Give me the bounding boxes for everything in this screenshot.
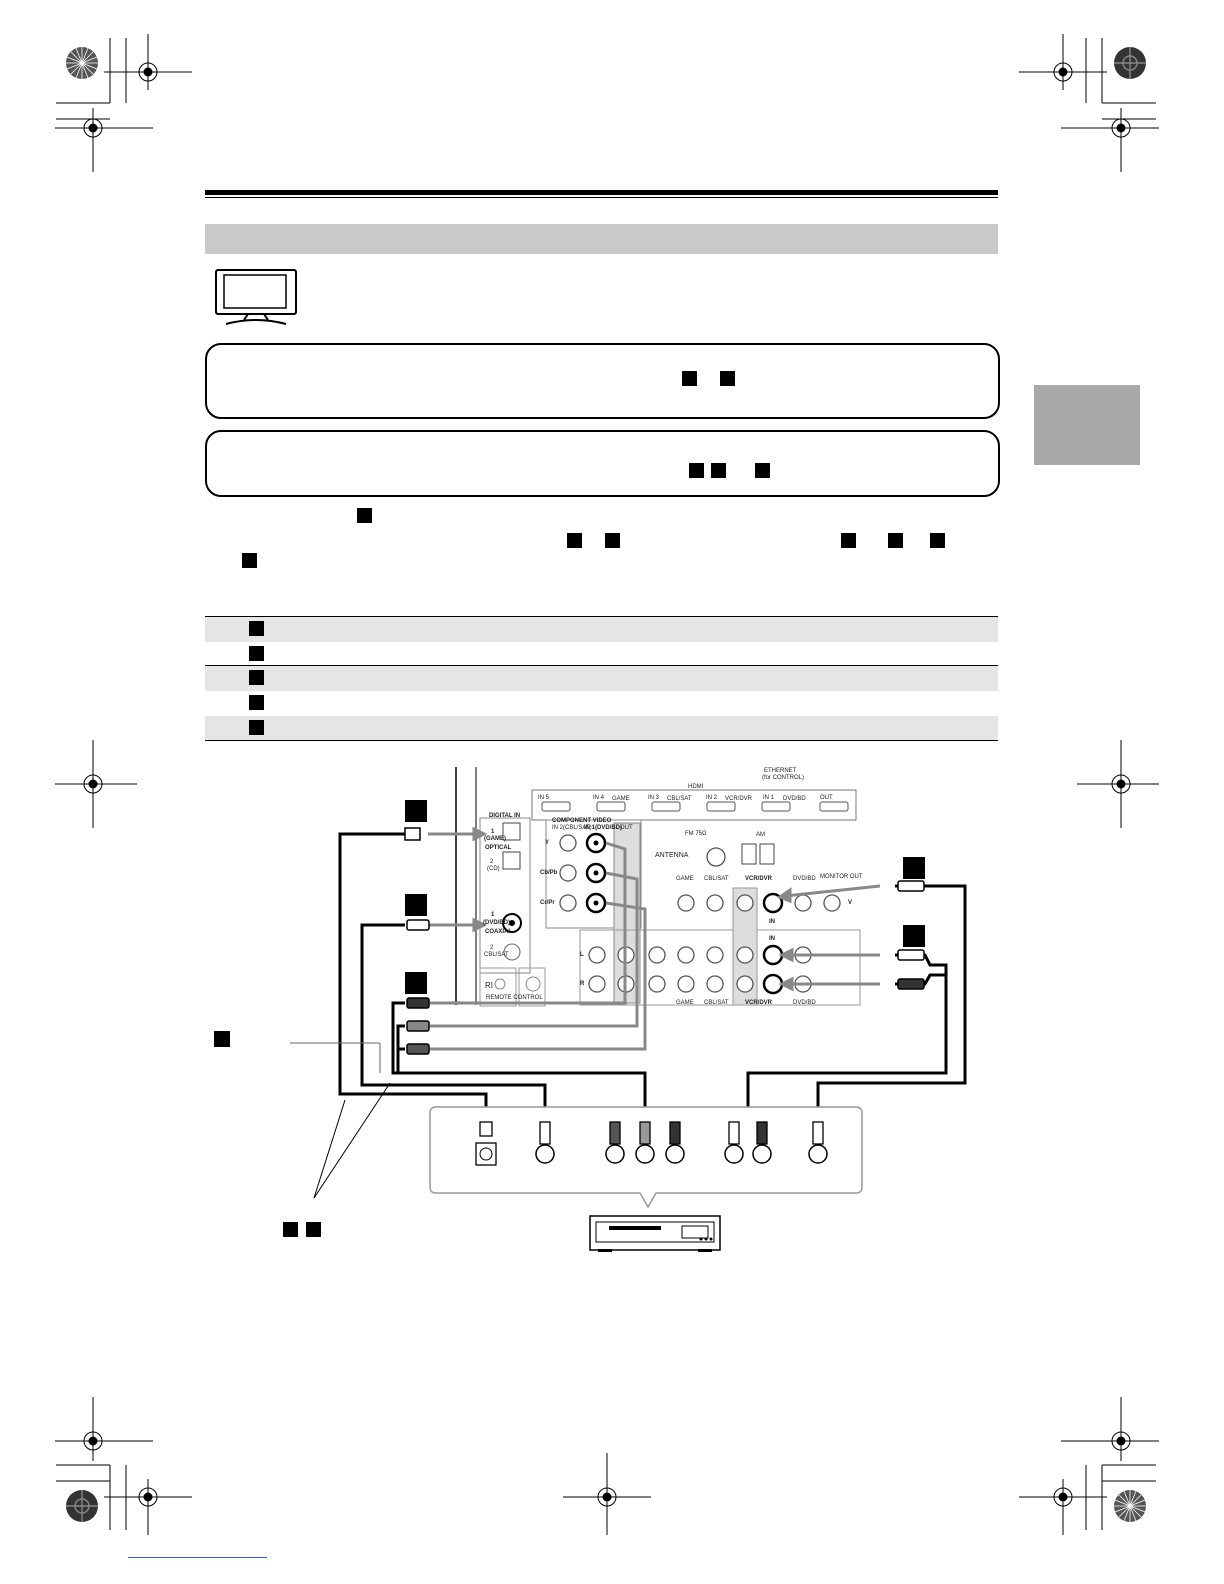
am-label: AM: [756, 832, 765, 838]
l-label: L: [580, 952, 584, 958]
coaxial-2-label: 2: [490, 945, 494, 951]
cr-label: Cr/Pr: [540, 900, 555, 906]
ref-marker: [888, 533, 903, 548]
antenna-label: ANTENNA: [655, 852, 689, 859]
table-top-rule: [205, 616, 998, 617]
table-bottom-rule: [205, 740, 998, 741]
hdmi-in2-label: IN 2: [706, 795, 718, 801]
ref-marker: [755, 463, 770, 478]
vcrdvr-bottom-label: VCR/DVR: [745, 1000, 773, 1006]
side-index-tab: [1034, 385, 1140, 465]
ref-marker: [605, 533, 620, 548]
ref-marker: [567, 533, 582, 548]
table-row: [205, 617, 998, 642]
in-label: IN: [769, 936, 775, 942]
table-row: [205, 666, 998, 691]
cblsat-bottom-label: CBL/SAT: [704, 1000, 729, 1006]
hdmi-in4-label: IN 4: [593, 795, 605, 801]
ethernet-label: ETHERNET: [764, 768, 797, 774]
cb-label: Cb/Pb: [540, 870, 558, 876]
table-row: [205, 691, 998, 716]
section-title-band: [205, 224, 998, 254]
hdmi-cblsat-label: CBL/SAT: [667, 796, 692, 802]
ref-marker: [242, 553, 257, 568]
coaxial-1-label: 1: [491, 912, 495, 918]
game-bottom-label: GAME: [676, 1000, 694, 1006]
connection-diagram: [214, 767, 967, 1252]
note-box-2: [205, 430, 1000, 497]
header-rule: [205, 190, 998, 195]
ref-marker: [357, 508, 372, 523]
component-in2-label: IN 2(CBL/SAT): [552, 825, 592, 831]
ref-marker: [682, 371, 697, 386]
hdmi-out-label: OUT: [820, 795, 833, 801]
ref-marker: [249, 720, 264, 735]
tv-icon: [215, 269, 297, 325]
ref-marker: [930, 533, 945, 548]
r-label: R: [580, 981, 585, 987]
ref-marker: [841, 533, 856, 548]
y-label: Y: [545, 840, 550, 846]
optical-2-label: 2: [490, 859, 494, 865]
hdmi-game-label: GAME: [612, 796, 630, 802]
table-mid-rule: [205, 665, 998, 666]
hdmi-in3-label: IN 3: [648, 795, 660, 801]
optical-2-sub: (CD): [487, 866, 500, 872]
in-label: IN: [769, 919, 775, 925]
hdmi-label: HDMI: [688, 784, 704, 790]
ref-marker: [249, 670, 264, 685]
note-box-1: [205, 343, 1000, 419]
v-label: V: [848, 900, 853, 906]
optical-label: OPTICAL: [485, 845, 512, 851]
coaxial-label: COAXIAL: [485, 929, 512, 935]
dvdbd-label: DVD/BD: [793, 876, 816, 882]
coaxial-2-sub: CBL/SAT: [484, 952, 509, 958]
ethernet-sub-label: (for CONTROL): [762, 775, 804, 781]
ref-marker: [711, 463, 726, 478]
component-video-label: COMPONENT VIDEO: [552, 818, 612, 824]
hdmi-vcrdvr-label: VCR/DVR: [725, 796, 753, 802]
table-row: [205, 642, 998, 667]
ri-label: RI: [485, 981, 493, 990]
fm-label: FM 75Ω: [685, 831, 707, 837]
optical-1-sub: (GAME): [484, 836, 506, 842]
table-row: [205, 716, 998, 741]
cblsat-label: CBL/SAT: [704, 876, 729, 882]
ref-marker: [249, 621, 264, 636]
coaxial-1-sub: (DVD/BD): [483, 920, 510, 926]
remote-control-label: REMOTE CONTROL: [486, 995, 543, 1001]
digital-in-label: DIGITAL IN: [489, 813, 521, 819]
header-rule-thin: [205, 197, 998, 198]
component-out-label: OUT: [620, 825, 633, 831]
optical-1-label: 1: [491, 829, 495, 835]
component-in1-label: IN 1(DVD/BD): [584, 825, 623, 831]
monitor-out-label: MONITOR OUT: [820, 874, 863, 880]
ref-marker: [249, 695, 264, 710]
dvdbd-bottom-label: DVD/BD: [793, 1000, 816, 1006]
ref-marker: [689, 463, 704, 478]
game-label: GAME: [676, 876, 694, 882]
hdmi-in5-label: IN 5: [538, 795, 550, 801]
hdmi-dvdbd-label: DVD/BD: [783, 796, 806, 802]
footer-link-underline: [128, 1557, 267, 1558]
hdmi-in1-label: IN 1: [763, 795, 775, 801]
ref-marker: [720, 371, 735, 386]
vcrdvr-label: VCR/DVR: [745, 876, 773, 882]
ref-marker: [249, 646, 264, 661]
